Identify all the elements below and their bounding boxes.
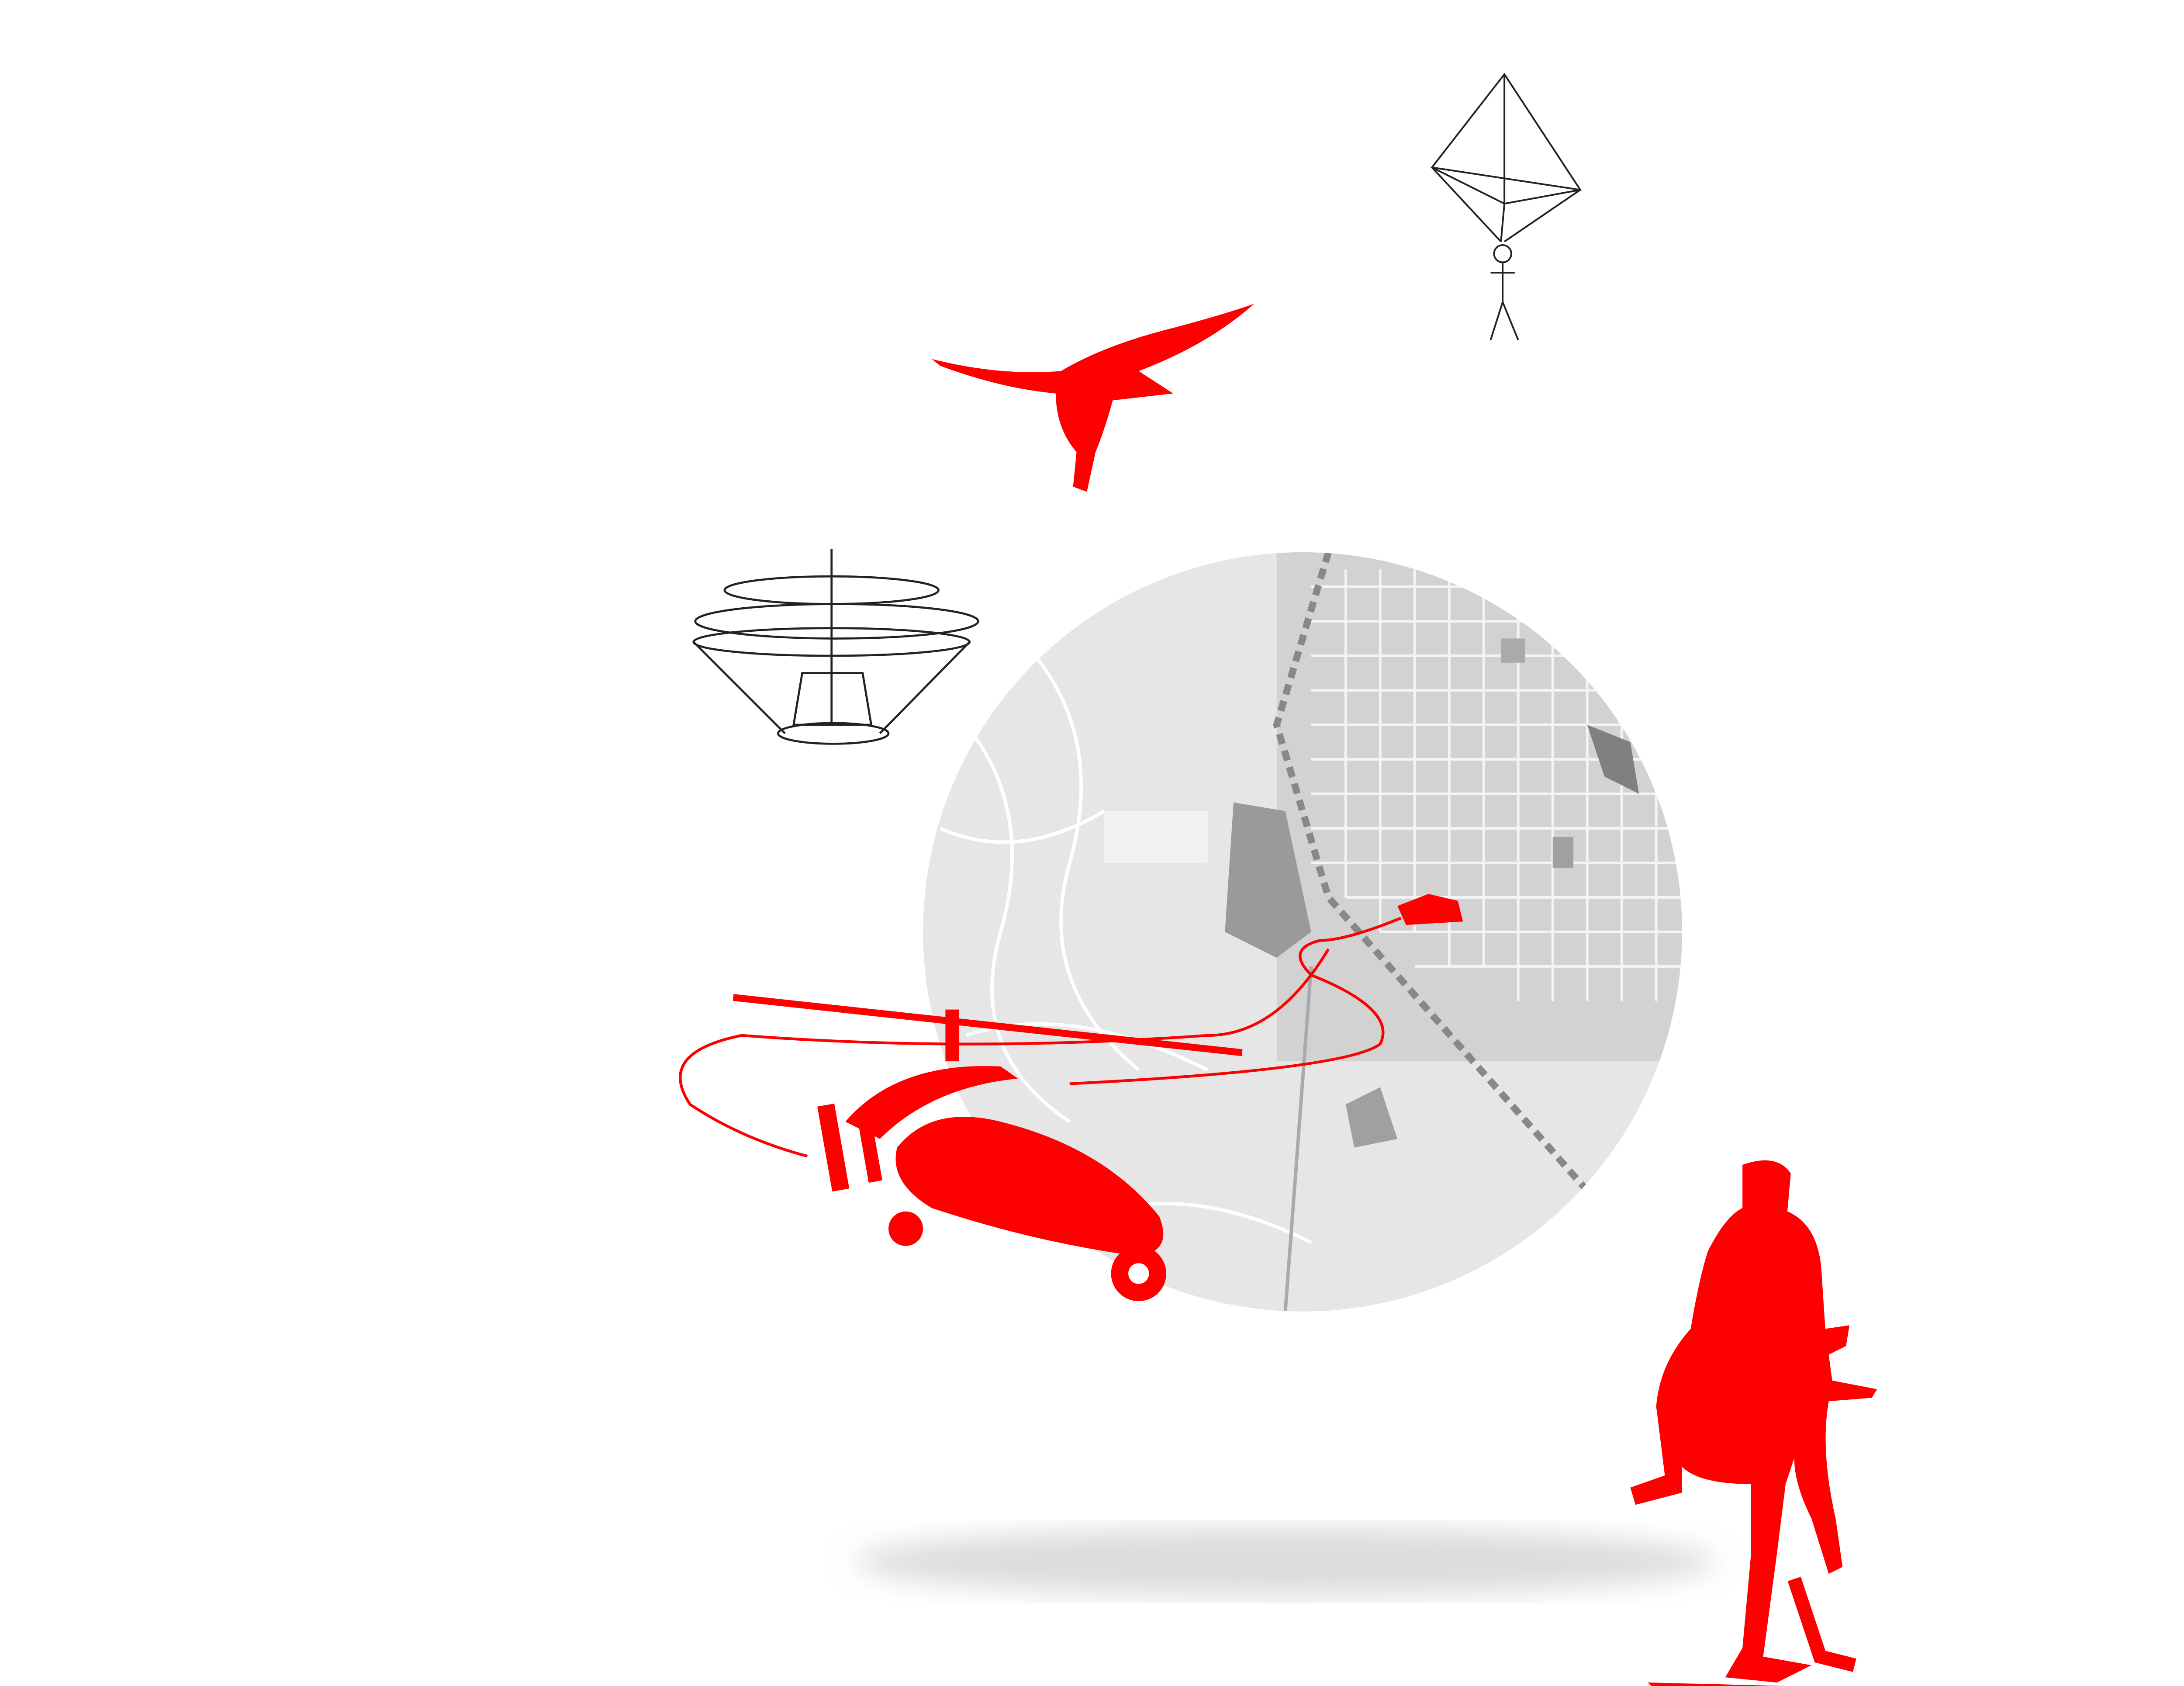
flight-path-line [679, 917, 1402, 1158]
flying-car-silhouette [733, 994, 1243, 1302]
aerial-screw-sketch [692, 549, 979, 745]
bird-man-silhouette [931, 304, 1254, 492]
parachute-sketch [1431, 73, 1582, 340]
ground-shadow [854, 1527, 1717, 1596]
jetpack-man-silhouette [1630, 1160, 1877, 1686]
